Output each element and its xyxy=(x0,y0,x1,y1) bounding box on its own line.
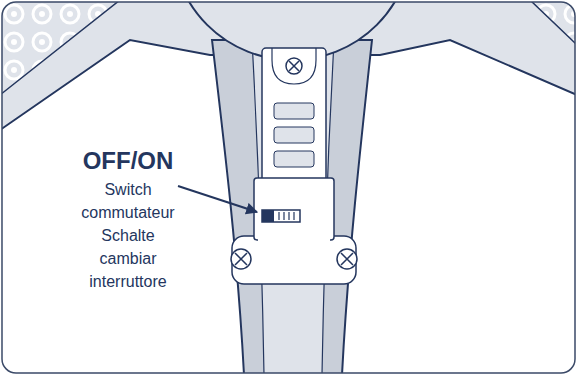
grip-rib xyxy=(274,103,314,119)
switch-translation: interruttore xyxy=(58,270,198,293)
switch-translation: Switch xyxy=(58,178,198,201)
center-strap xyxy=(212,40,372,373)
switch-housing xyxy=(254,178,334,240)
switch-translation: Schalte xyxy=(58,224,198,247)
pattern-corner xyxy=(530,2,575,45)
pattern-corner xyxy=(2,2,120,95)
switch-heading: OFF/ON xyxy=(58,146,198,176)
screw xyxy=(231,249,251,269)
grip-rib xyxy=(274,151,314,167)
switch-translation: commutateur xyxy=(58,201,198,224)
screw xyxy=(286,58,302,74)
screw xyxy=(337,249,357,269)
switch-plate xyxy=(232,236,356,284)
strap-inner xyxy=(252,40,334,373)
battery-cover xyxy=(262,48,326,198)
leader-arrow xyxy=(178,186,257,212)
off-on-switch xyxy=(262,210,300,222)
label-stack: OFF/ONSwitchcommutateurSchaltecambiarint… xyxy=(58,146,198,293)
grip-rib xyxy=(274,127,314,143)
switch-translation: cambiar xyxy=(58,247,198,270)
